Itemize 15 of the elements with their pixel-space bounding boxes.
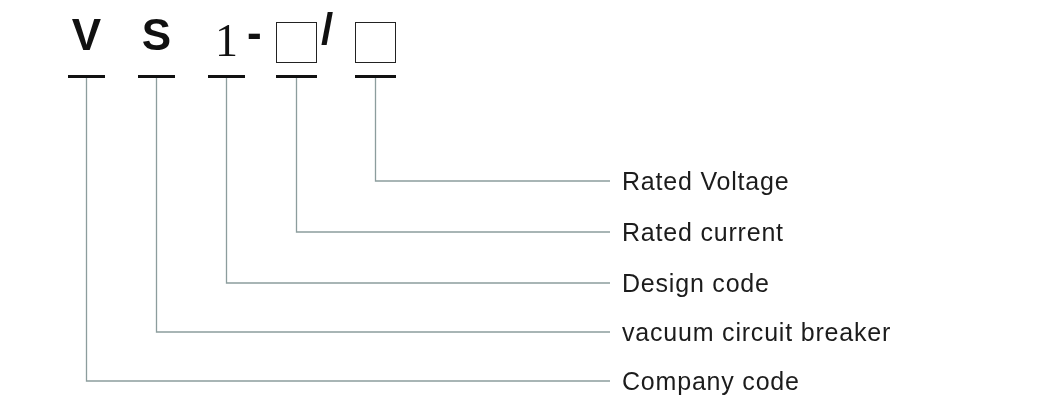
leader-line: [295, 77, 611, 233]
description-label: Rated Voltage: [610, 167, 790, 195]
description-label: Design code: [610, 269, 770, 297]
underlined-code-letter: 1: [208, 12, 245, 78]
hyphen: -: [247, 10, 262, 56]
underlined-code-letter: S: [138, 12, 175, 78]
leader-line: [155, 77, 611, 333]
leader-line: [85, 77, 611, 382]
description-label: Rated current: [610, 218, 784, 246]
leader-line: [225, 77, 611, 284]
description-label: vacuum circuit breaker: [610, 318, 892, 346]
leader-line: [374, 77, 611, 182]
description-label: Company code: [610, 367, 800, 395]
slash: /: [321, 6, 334, 52]
underlined-code-letter: V: [68, 12, 105, 78]
